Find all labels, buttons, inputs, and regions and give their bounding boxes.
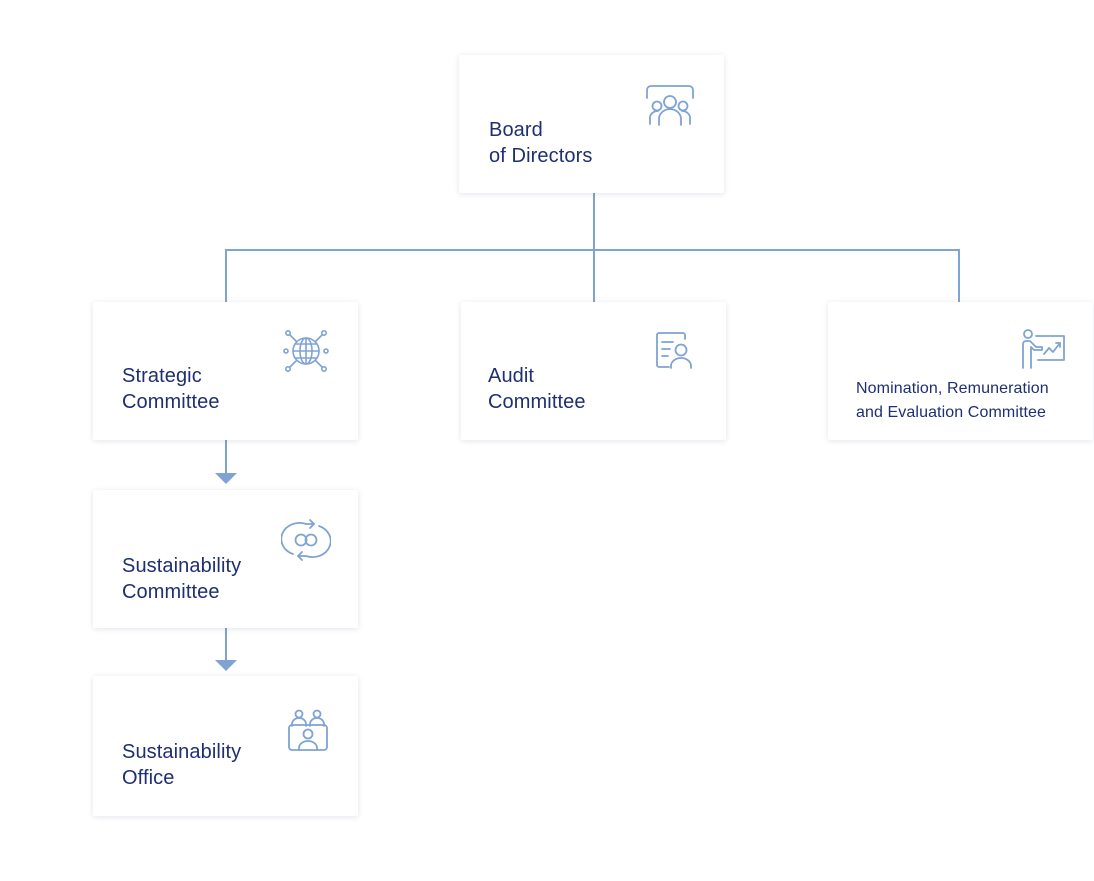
sustainability-committee-card[interactable]: Sustainability Committee <box>93 490 358 628</box>
sustainability-office-label: Sustainability Office <box>122 741 242 789</box>
arrow-head-1 <box>215 473 237 484</box>
group-meeting-icon <box>645 84 695 128</box>
board-of-directors-card[interactable]: Board of Directors <box>459 55 724 193</box>
infinity-cycle-icon <box>281 518 331 562</box>
sustainability-office-card[interactable]: Sustainability Office <box>93 676 358 816</box>
audit-committee-card[interactable]: Audit Committee <box>461 302 726 440</box>
audit-committee-label: Audit Committee <box>488 365 586 413</box>
board-of-directors-label: Board of Directors <box>489 119 593 167</box>
nomination-remuneration-evaluation-card[interactable]: Nomination, Remuneration and Evaluation … <box>828 302 1093 440</box>
presenter-chart-icon <box>1020 328 1066 370</box>
arrow-head-2 <box>215 660 237 671</box>
strategic-committee-card[interactable]: Strategic Committee <box>93 302 358 440</box>
nomination-committee-label: Nomination, Remuneration and Evaluation … <box>856 380 1049 421</box>
globe-network-icon <box>283 328 329 374</box>
sustainability-committee-label: Sustainability Committee <box>122 555 242 603</box>
document-person-icon <box>655 331 695 371</box>
strategic-committee-label: Strategic Committee <box>122 365 220 413</box>
team-users-icon <box>286 708 330 752</box>
